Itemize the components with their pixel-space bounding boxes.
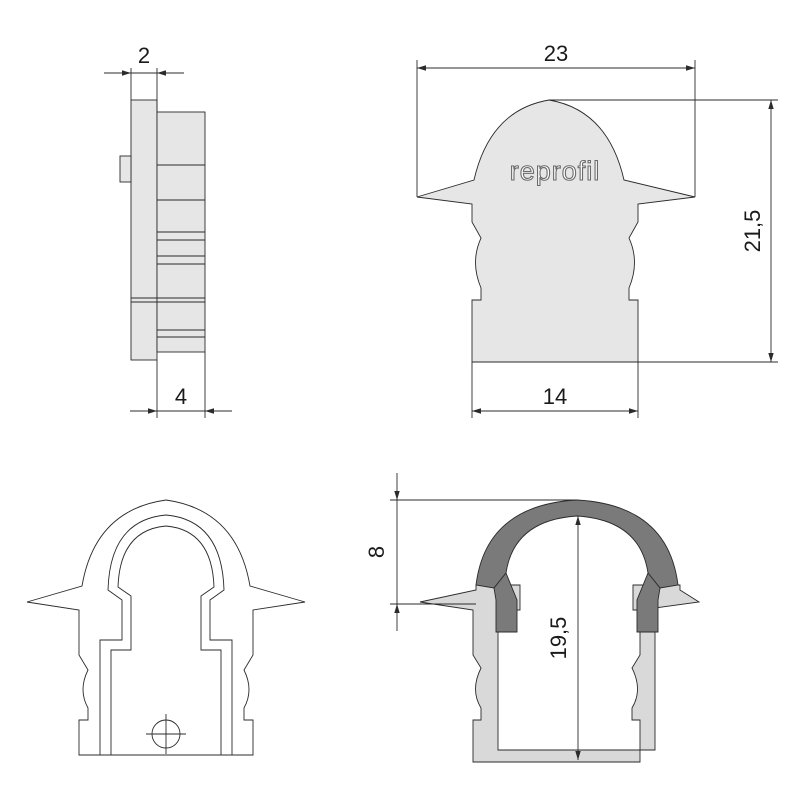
front-view: reprofil 23 21,5 14 <box>416 41 778 418</box>
dimension-label-front-base-width: 14 <box>543 384 567 409</box>
dimension-label-section-top-height: 8 <box>364 546 389 558</box>
section-view-seal-right <box>636 572 661 633</box>
back-view <box>26 499 306 756</box>
section-view-seal <box>475 499 679 589</box>
dimension-label-front-width: 23 <box>544 41 568 66</box>
section-view-profile <box>419 584 701 763</box>
dimension-label-side-depth: 4 <box>175 384 187 409</box>
back-view-inner-clip <box>99 514 233 755</box>
dimension-label-section-inner-height: 19,5 <box>546 617 571 660</box>
section-view-seal-left <box>493 572 518 633</box>
side-view: 2 4 <box>104 43 232 418</box>
side-view-plate <box>130 99 158 361</box>
dimension-label-front-height: 21,5 <box>740 210 765 253</box>
front-view-outline <box>416 99 696 363</box>
side-view-tab <box>119 155 132 183</box>
back-view-outline <box>26 499 306 756</box>
dimension-label-side-thickness: 2 <box>138 43 150 68</box>
back-view-inner-clip-2 <box>110 525 222 755</box>
reprofil-logo: reprofil <box>510 156 601 186</box>
section-view: 8 19,5 <box>364 473 701 763</box>
